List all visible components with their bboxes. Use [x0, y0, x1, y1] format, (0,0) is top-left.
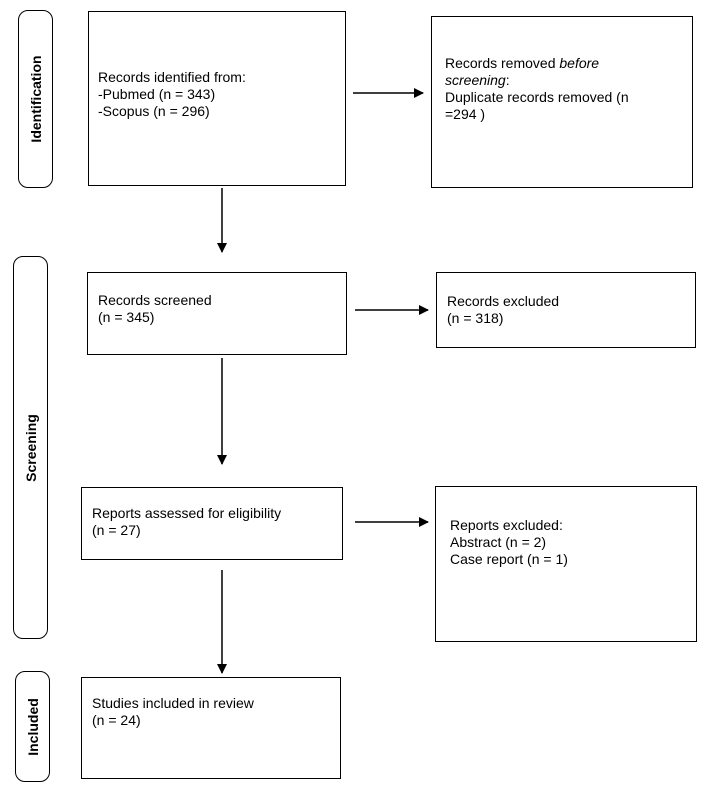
reports-assessed-count: (n = 27) [92, 522, 141, 538]
records-excluded-box: Records excluded (n = 318) [436, 272, 696, 348]
records-identified-title: Records identified from: [98, 69, 246, 85]
records-identified-box: Records identified from: -Pubmed (n = 34… [88, 11, 346, 186]
studies-included-count: (n = 24) [92, 712, 141, 728]
duplicate-records-count: =294 ) [445, 106, 486, 122]
phase-included: Included [15, 671, 50, 782]
reports-assessed-box: Reports assessed for eligibility (n = 27… [81, 487, 343, 560]
records-removed-box: Records removed before screening: Duplic… [431, 16, 693, 188]
records-identified-scopus: -Scopus (n = 296) [98, 103, 210, 119]
records-excluded-count: (n = 318) [447, 310, 504, 326]
reports-assessed-label: Reports assessed for eligibility [92, 505, 282, 521]
records-removed-title: Records removed before [445, 55, 600, 71]
reports-excluded-abstract: Abstract (n = 2) [450, 534, 547, 550]
records-removed-screening: screening: [445, 72, 510, 88]
records-screened-count: (n = 345) [98, 309, 155, 325]
studies-included-box: Studies included in review (n = 24) [81, 677, 341, 779]
phase-screening: Screening [13, 256, 48, 639]
records-identified-pubmed: -Pubmed (n = 343) [98, 86, 216, 102]
records-screened-label: Records screened [98, 292, 212, 308]
reports-excluded-case-report: Case report (n = 1) [450, 551, 568, 567]
records-excluded-label: Records excluded [447, 293, 560, 309]
phase-identification: Identification [18, 10, 53, 188]
reports-excluded-box: Reports excluded: Abstract (n = 2) Case … [435, 486, 697, 642]
records-screened-box: Records screened (n = 345) [87, 272, 347, 355]
studies-included-label: Studies included in review [92, 695, 254, 711]
reports-excluded-title: Reports excluded: [450, 517, 563, 533]
duplicate-records-label: Duplicate records removed (n [445, 89, 629, 105]
